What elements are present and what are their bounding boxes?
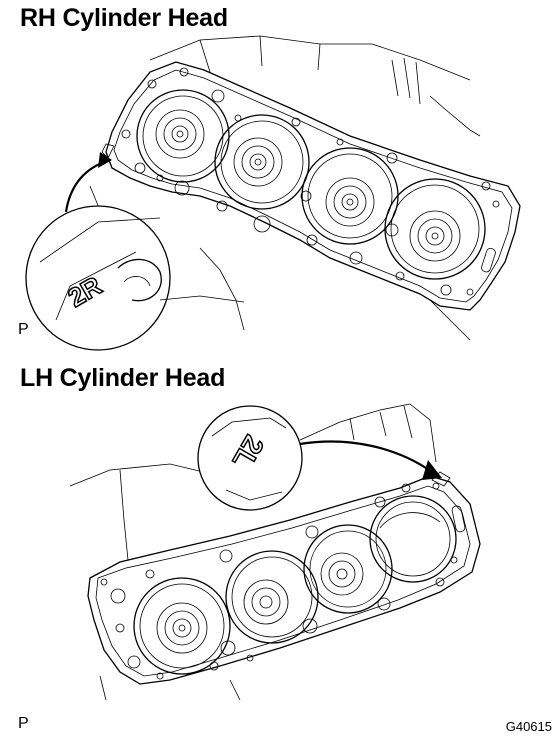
lh-bore-1 bbox=[133, 577, 231, 675]
rh-engine-block bbox=[89, 35, 481, 341]
lh-cylinder-head-title: LH Cylinder Head bbox=[20, 364, 226, 392]
figure-code: G40615 bbox=[505, 719, 552, 734]
lh-engine-block bbox=[69, 403, 437, 701]
rh-view-mark: P bbox=[18, 321, 29, 338]
lh-bore-2 bbox=[225, 550, 319, 644]
rh-bore-4 bbox=[384, 178, 486, 280]
rh-arrow-head-icon bbox=[98, 152, 112, 168]
rh-pointer-arrow-icon bbox=[64, 160, 105, 213]
lh-magnifier-circle-icon bbox=[197, 405, 303, 511]
lh-detail: 2L bbox=[197, 405, 442, 511]
rh-detail: 2R bbox=[25, 152, 245, 351]
rh-magnifier-circle-icon bbox=[25, 205, 171, 351]
lh-bore-3 bbox=[303, 524, 393, 614]
lh-head-gasket bbox=[87, 471, 481, 685]
rh-cylinder-head-title: RH Cylinder Head bbox=[20, 4, 228, 32]
rh-bore-2 bbox=[214, 114, 310, 210]
lh-view-mark: P bbox=[18, 715, 29, 732]
lh-pointer-arrow-icon bbox=[299, 440, 433, 473]
lh-arrow-head-icon bbox=[422, 460, 442, 480]
rh-bore-3 bbox=[301, 147, 399, 245]
rh-head-gasket bbox=[101, 61, 521, 311]
rh-gasket-holes bbox=[121, 67, 500, 296]
lh-bore-4 bbox=[369, 495, 457, 583]
lh-gasket-holes bbox=[100, 482, 466, 680]
